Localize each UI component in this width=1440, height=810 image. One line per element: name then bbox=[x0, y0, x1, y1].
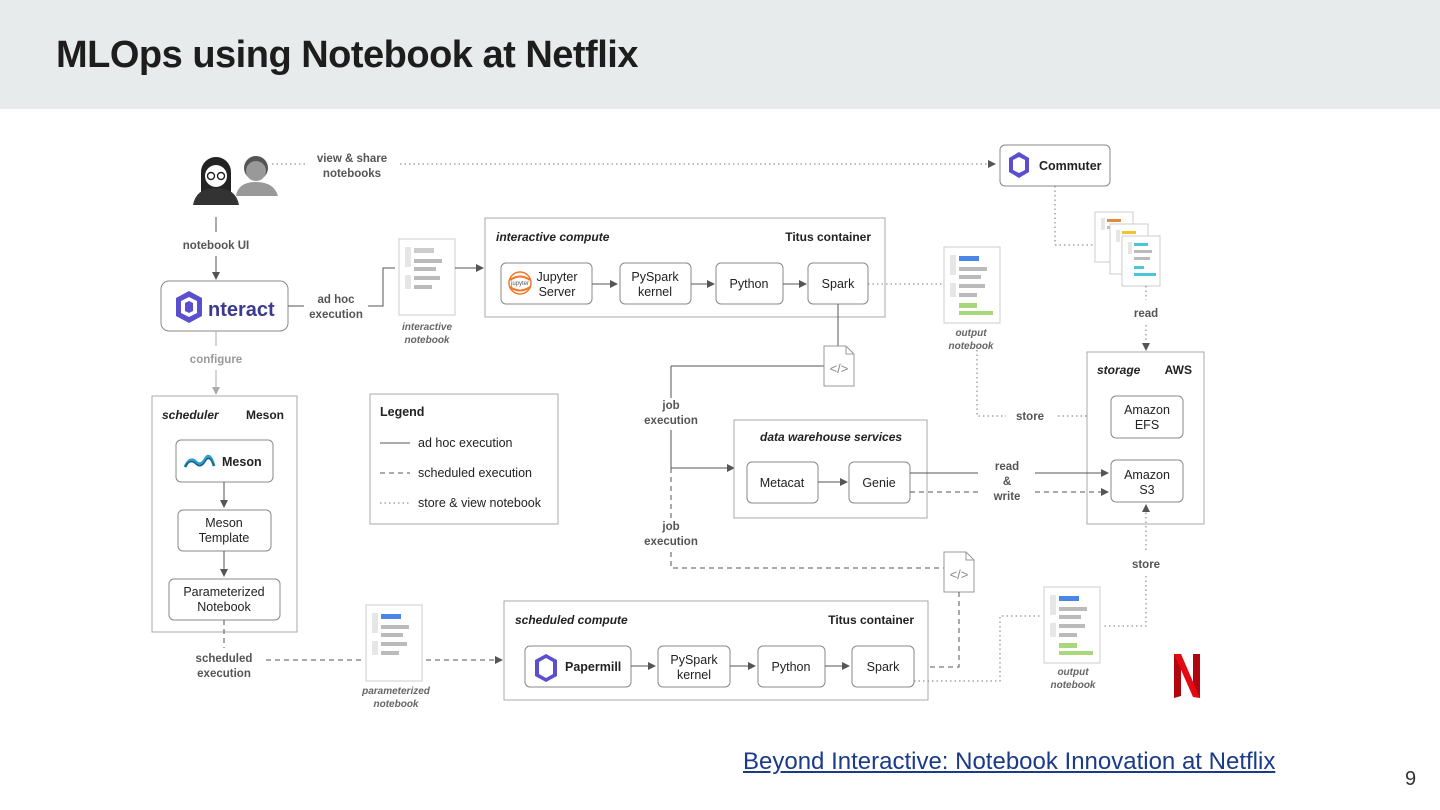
job-exec-bottom-label: job bbox=[661, 521, 679, 533]
python-box[interactable]: Python bbox=[715, 262, 784, 305]
read-write-label: read bbox=[995, 461, 1019, 473]
svg-text:storage: storage bbox=[1097, 363, 1141, 377]
netflix-logo bbox=[1174, 654, 1200, 698]
svg-text:Papermill: Papermill bbox=[565, 660, 621, 674]
svg-text:interactive: interactive bbox=[402, 322, 452, 333]
svg-text:PySpark: PySpark bbox=[631, 270, 679, 284]
svg-text:Server: Server bbox=[539, 285, 576, 299]
configure-label: configure bbox=[190, 354, 242, 366]
svg-text:Commuter: Commuter bbox=[1039, 159, 1102, 173]
svg-text:interactive compute: interactive compute bbox=[496, 230, 610, 244]
spark-box[interactable]: Spark bbox=[807, 262, 869, 305]
meson-template-box[interactable]: Meson Template bbox=[177, 509, 272, 552]
meson-icon bbox=[183, 454, 216, 468]
svg-text:output: output bbox=[955, 328, 987, 339]
svg-text:Jupyter: Jupyter bbox=[537, 270, 578, 284]
code-file-bottom-icon: </> bbox=[943, 551, 975, 593]
pyspark-kernel-bottom-box[interactable]: PySpark kernel bbox=[657, 645, 731, 688]
adhoc-label-2: execution bbox=[309, 309, 363, 321]
amazon-s3-box[interactable]: Amazon S3 bbox=[1110, 459, 1184, 503]
svg-text:Legend: Legend bbox=[380, 405, 424, 419]
notebook-ui-label: notebook UI bbox=[183, 240, 249, 252]
svg-text:Meson: Meson bbox=[222, 455, 262, 469]
svg-text:scheduled execution: scheduled execution bbox=[418, 466, 532, 480]
stored-notebooks-icon bbox=[1094, 211, 1161, 287]
store-mid-label: store bbox=[1016, 411, 1044, 423]
svg-text:ad hoc execution: ad hoc execution bbox=[418, 436, 513, 450]
read-write-label-3: write bbox=[993, 491, 1021, 503]
svg-text:Metacat: Metacat bbox=[760, 476, 805, 490]
svg-text:Python: Python bbox=[772, 660, 811, 674]
svg-text:Meson: Meson bbox=[205, 516, 243, 530]
svg-text:kernel: kernel bbox=[677, 668, 711, 682]
adhoc-label: ad hoc bbox=[317, 294, 355, 306]
scheduled-exec-label: scheduled bbox=[196, 653, 253, 665]
svg-text:parameterized: parameterized bbox=[361, 686, 431, 697]
metacat-box[interactable]: Metacat bbox=[746, 461, 819, 504]
genie-box[interactable]: Genie bbox=[848, 461, 911, 504]
job-exec-top-label: job bbox=[661, 400, 679, 412]
meson-box[interactable]: Meson bbox=[175, 439, 274, 483]
svg-text:notebook: notebook bbox=[949, 341, 994, 352]
python-bottom-box[interactable]: Python bbox=[757, 645, 826, 688]
job-exec-top-label-2: execution bbox=[644, 415, 698, 427]
read-top-label: read bbox=[1134, 308, 1158, 320]
svg-text:Titus container: Titus container bbox=[785, 230, 871, 244]
svg-text:notebook: notebook bbox=[1051, 680, 1096, 691]
users-icon bbox=[193, 156, 278, 205]
svg-text:Parameterized: Parameterized bbox=[183, 585, 264, 599]
svg-text:S3: S3 bbox=[1139, 483, 1154, 497]
svg-text:Amazon: Amazon bbox=[1124, 468, 1170, 482]
output-notebook-top-icon bbox=[943, 246, 1001, 324]
parameterized-notebook-box[interactable]: Parameterized Notebook bbox=[168, 578, 281, 621]
code-file-top-icon: </> bbox=[823, 345, 855, 387]
svg-text:AWS: AWS bbox=[1165, 363, 1192, 377]
svg-text:EFS: EFS bbox=[1135, 418, 1159, 432]
svg-text:kernel: kernel bbox=[638, 285, 672, 299]
read-write-label-2: & bbox=[1003, 476, 1011, 488]
svg-text:scheduler: scheduler bbox=[162, 408, 220, 422]
svg-text:Spark: Spark bbox=[867, 660, 900, 674]
parameterized-notebook-icon bbox=[365, 604, 423, 682]
svg-text:Meson: Meson bbox=[246, 408, 284, 422]
svg-text:jupyter: jupyter bbox=[510, 281, 529, 287]
svg-text:Notebook: Notebook bbox=[197, 600, 251, 614]
jupyter-server-box[interactable]: jupyter Jupyter Server bbox=[500, 262, 593, 305]
view-share-label: view & share bbox=[317, 153, 387, 165]
output-notebook-bottom-icon bbox=[1043, 586, 1101, 664]
svg-text:nteract: nteract bbox=[208, 299, 275, 321]
svg-text:scheduled compute: scheduled compute bbox=[515, 613, 628, 627]
nteract-box[interactable]: nteract bbox=[160, 280, 289, 332]
svg-text:notebook: notebook bbox=[374, 699, 419, 710]
scheduled-exec-label-2: execution bbox=[197, 668, 251, 680]
svg-text:Titus container: Titus container bbox=[828, 613, 914, 627]
svg-text:</>: </> bbox=[950, 567, 969, 582]
svg-text:Python: Python bbox=[730, 277, 769, 291]
legend-box: Legend ad hoc execution scheduled execut… bbox=[369, 393, 559, 525]
svg-text:store & view notebook: store & view notebook bbox=[418, 496, 542, 510]
svg-text:PySpark: PySpark bbox=[670, 653, 718, 667]
papermill-box[interactable]: Papermill bbox=[524, 645, 632, 688]
svg-text:Amazon: Amazon bbox=[1124, 403, 1170, 417]
view-share-label-2: notebooks bbox=[323, 168, 381, 180]
svg-text:</>: </> bbox=[830, 361, 849, 376]
svg-text:Template: Template bbox=[199, 531, 250, 545]
job-exec-bottom-label-2: execution bbox=[644, 536, 698, 548]
header-bar: MLOps using Notebook at Netflix bbox=[0, 0, 1440, 109]
store-bottom-label: store bbox=[1132, 559, 1160, 571]
svg-text:notebook: notebook bbox=[405, 335, 450, 346]
page-title: MLOps using Notebook at Netflix bbox=[56, 34, 638, 76]
source-link[interactable]: Beyond Interactive: Notebook Innovation … bbox=[743, 748, 1276, 775]
spark-bottom-box[interactable]: Spark bbox=[851, 645, 915, 688]
svg-text:output: output bbox=[1057, 667, 1089, 678]
pyspark-kernel-box[interactable]: PySpark kernel bbox=[619, 262, 692, 305]
amazon-efs-box[interactable]: Amazon EFS bbox=[1110, 395, 1184, 439]
commuter-box[interactable]: Commuter bbox=[999, 144, 1111, 187]
page-number: 9 bbox=[1405, 768, 1417, 790]
interactive-notebook-icon bbox=[398, 238, 456, 316]
svg-text:Spark: Spark bbox=[822, 277, 855, 291]
svg-text:Genie: Genie bbox=[862, 476, 895, 490]
svg-text:data warehouse services: data warehouse services bbox=[760, 430, 902, 444]
